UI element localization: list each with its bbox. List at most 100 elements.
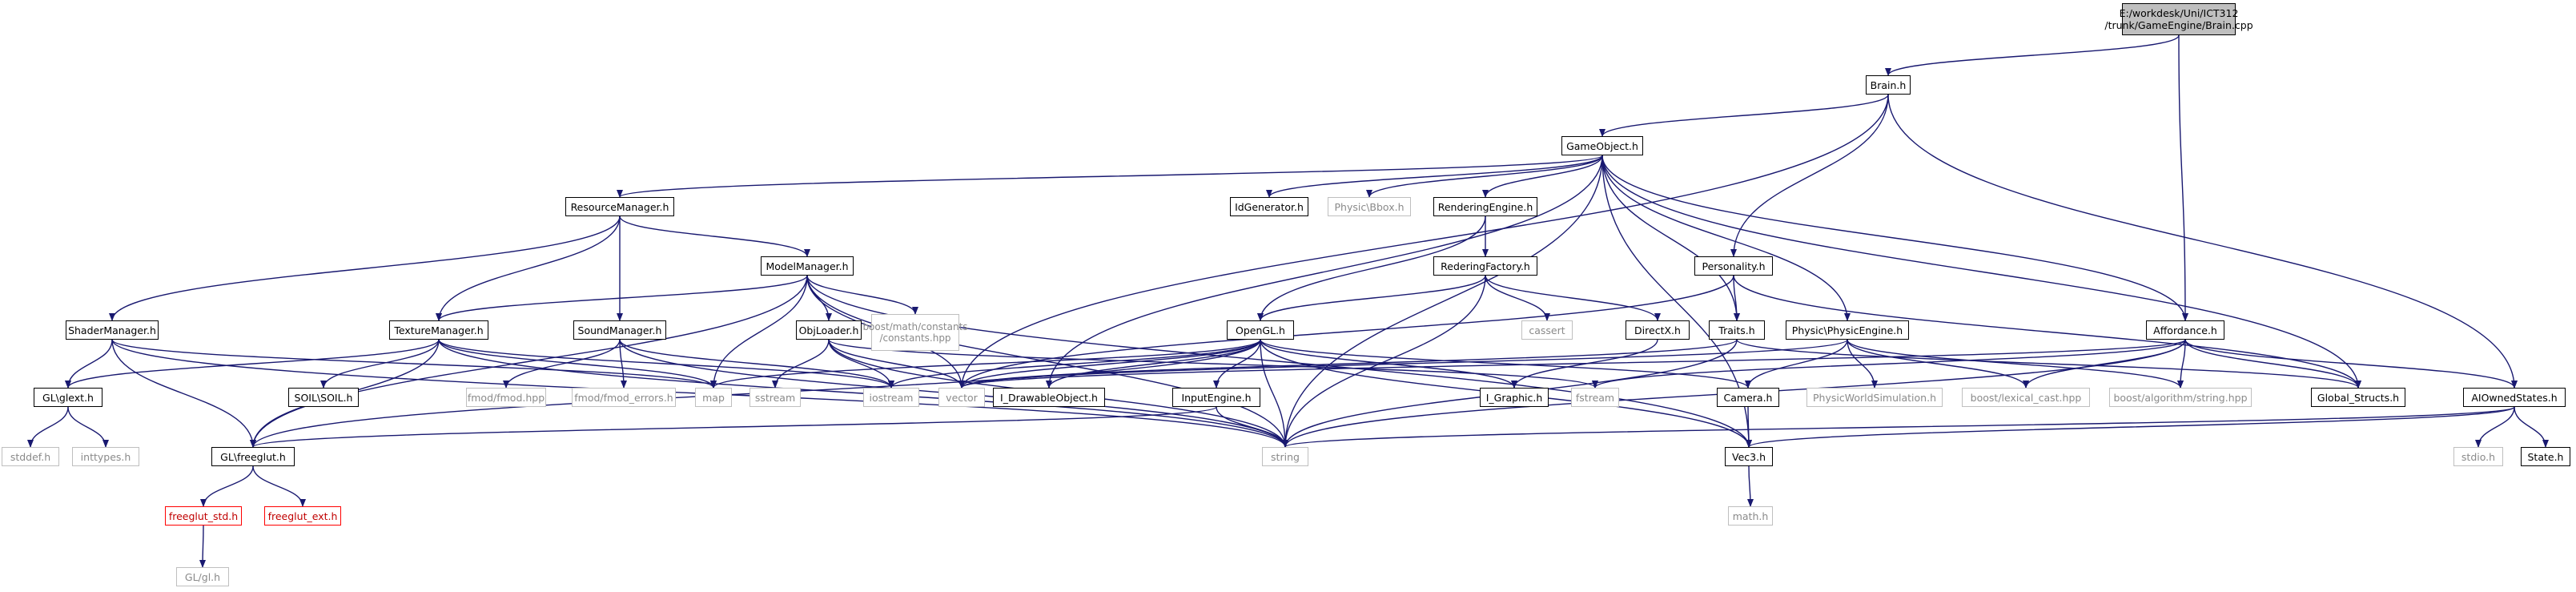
edge-modelmanager_h-to-boost_math_constants [806,275,918,315]
node-boost-math-constants: boost/math/constants /constants.hpp [862,314,968,351]
edge-affordance_h-to-vector [958,339,2186,389]
node-state-h[interactable]: State.h [2521,447,2570,466]
edge-gameobject_h-to-i_drawableobject_h [1046,155,1603,389]
edge-gl_glext_h-to-stddef_h [27,406,69,448]
node-vector: vector [938,388,985,407]
edge-camera_h-to-vec3_h [1745,406,1752,448]
edge-traits_h-to-vector [958,339,1738,389]
node-gl-gl-h: GL/gl.h [176,567,229,586]
edge-aiownedstates_h-to-vec3_h [1746,406,2515,448]
node-objloader-h[interactable]: ObjLoader.h [796,320,862,340]
edge-aiownedstates_h-to-state_h [2514,406,2549,448]
edge-brain_h-to-gameobject_h [1599,94,1889,137]
node-sstream: sstream [749,388,801,407]
edge-personality_h-to-global_structs_h [1733,275,2361,389]
node-freeglut-std-h[interactable]: freeglut_std.h [165,506,242,526]
edge-brain_h-to-aiownedstates_h [1887,94,2518,389]
node-personality-h[interactable]: Personality.h [1694,256,1773,276]
edge-modelmanager_h-to-texturemanager_h [436,275,808,321]
node-brain-cpp: E:/workdesk/Uni/ICT312 /trunk/GameEngine… [2104,3,2253,35]
edge-root-to-brain_h [1885,34,2180,76]
edge-soundmanager_h-to-fmod_hpp [503,339,621,389]
edge-personality_h-to-vector [958,275,1734,389]
edge-affordance_h-to-aiownedstates_h [2184,339,2518,389]
node-freeglut-ext-h[interactable]: freeglut_ext.h [264,506,341,526]
edge-rederingfactory_h-to-opengl_h [1257,275,1486,321]
edge-physicengine_h-to-vector [958,339,1848,389]
edge-opengl_h-to-string [1260,339,1288,448]
edge-traits_h-to-global_structs_h [1736,339,2361,389]
node-inttypes-h: inttypes.h [72,447,139,466]
node-vec3-h[interactable]: Vec3.h [1725,447,1773,466]
node-renderingengine-h[interactable]: RenderingEngine.h [1433,197,1537,216]
edge-resourcemanager_h-to-modelmanager_h [619,215,810,257]
edge-gl_glext_h-to-inttypes_h [67,406,109,448]
node-aiownedstates-h[interactable]: AIOwnedStates.h [2463,388,2566,407]
node-affordance-h[interactable]: Affordance.h [2146,320,2224,340]
node-global-structs-h[interactable]: Global_Structs.h [2311,388,2405,407]
edge-vec3_h-to-math_h [1746,465,1754,507]
node-traits-h[interactable]: Traits.h [1709,320,1765,340]
node-shadermanager-h[interactable]: ShaderManager.h [66,320,159,340]
node-inputengine-h[interactable]: InputEngine.h [1172,388,1260,407]
node-math-h: math.h [1728,506,1773,526]
edge-renderingengine_h-to-opengl_h [1257,215,1486,321]
edge-affordance_h-to-fstream [1592,339,2186,389]
edge-gl_freeglut_h-to-freeglut_std_h [200,465,254,507]
edge-shadermanager_h-to-gl_freeglut_h [111,339,256,448]
edge-gameobject_h-to-global_structs_h [1601,155,2361,389]
node-i-graphic-h[interactable]: I_Graphic.h [1480,388,1549,407]
node-boost-lexical-cast: boost/lexical_cast.hpp [1962,388,2090,407]
edge-shadermanager_h-to-gl_glext_h [65,339,113,389]
node-map: map [695,388,732,407]
node-label-line: boost/math/constants [862,321,968,332]
edge-affordance_h-to-global_structs_h [2184,339,2361,389]
edge-gameobject_h-to-string [1282,155,1603,448]
edge-physicengine_h-to-physicworldsimulation_h [1847,339,1878,389]
node-i-drawableobject-h[interactable]: I_DrawableObject.h [993,388,1105,407]
edge-gl_freeglut_h-to-freeglut_ext_h [252,465,306,507]
edge-opengl_h-to-i_drawableobject_h [1046,339,1261,389]
edge-gameobject_h-to-physic_bbox_h [1366,155,1603,198]
edge-opengl_h-to-vector [958,339,1261,389]
edge-objloader_h-to-vector [828,339,965,389]
node-soundmanager-h[interactable]: SoundManager.h [573,320,666,340]
edge-gameobject_h-to-affordance_h [1601,155,2188,321]
edge-texturemanager_h-to-string [438,339,1288,448]
edge-texturemanager_h-to-map [438,339,717,389]
edge-texturemanager_h-to-iostream [438,339,894,389]
edge-rederingfactory_h-to-string [1282,275,1486,448]
node-resourcemanager-h[interactable]: ResourceManager.h [565,197,674,216]
node-opengl-h[interactable]: OpenGL.h [1227,320,1294,340]
edge-texturemanager_h-to-soil_h [320,339,440,389]
edge-objloader_h-to-sstream [772,339,830,389]
edge-rederingfactory_h-to-directx_h [1485,275,1661,321]
edge-modelmanager_h-to-vec3_h [806,275,1752,448]
edge-physicengine_h-to-boost_algorithm_string [1847,339,2184,389]
node-label-line: /constants.hpp [879,332,951,344]
node-brain-h[interactable]: Brain.h [1866,75,1911,95]
node-string: string [1262,447,1308,466]
node-physicengine-h[interactable]: Physic\PhysicEngine.h [1786,320,1909,340]
node-physicworldsimulation-h: PhysicWorldSimulation.h [1806,388,1943,407]
node-fstream: fstream [1571,388,1619,407]
node-idgenerator-h[interactable]: IdGenerator.h [1230,197,1308,216]
node-texturemanager-h[interactable]: TextureManager.h [389,320,488,340]
node-camera-h[interactable]: Camera.h [1717,388,1779,407]
node-fmod-hpp: fmod/fmod.hpp [466,388,546,407]
node-directx-h[interactable]: DirectX.h [1626,320,1690,340]
edge-shadermanager_h-to-map [111,339,717,389]
node-label-line: /trunk/GameEngine/Brain.cpp [2104,19,2253,31]
edge-texturemanager_h-to-gl_glext_h [65,339,440,389]
edge-modelmanager_h-to-gl_freeglut_h [250,275,808,448]
node-gl-glext-h[interactable]: GL\glext.h [34,388,102,407]
node-gl-freeglut-h[interactable]: GL\freeglut.h [211,447,295,466]
node-modelmanager-h[interactable]: ModelManager.h [761,256,854,276]
node-gameobject-h[interactable]: GameObject.h [1561,136,1643,155]
node-soil-h[interactable]: SOIL\SOIL.h [288,388,359,407]
edge-opengl_h-to-camera_h [1260,339,1751,389]
edge-brain_h-to-personality_h [1730,94,1889,257]
node-fmod-errors-h: fmod/fmod_errors.h [572,388,676,407]
node-rederingfactory-h[interactable]: RederingFactory.h [1433,256,1537,276]
